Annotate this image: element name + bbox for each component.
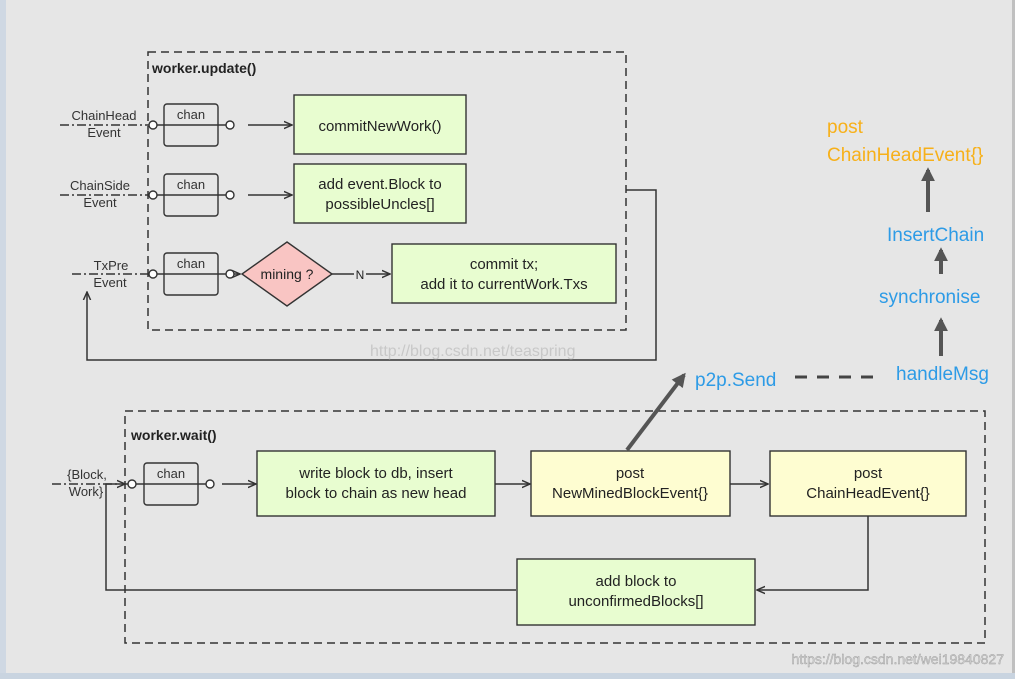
mining-decision: mining ? [240, 241, 334, 307]
chan-label: chan [177, 256, 205, 271]
post-event-line2: ChainHeadEvent{} [827, 145, 983, 166]
chan-label: chan [177, 107, 205, 122]
mining-decision-label: mining ? [261, 266, 314, 282]
box-post-chain-head: post ChainHeadEvent{} [769, 450, 967, 517]
insert-chain-label: InsertChain [887, 225, 984, 246]
window-frame-left [0, 0, 6, 679]
chan-block-work: chan [125, 462, 215, 506]
watermark-center: http://blog.csdn.net/teaspring [370, 343, 575, 360]
input-chainside-line2: Event [83, 195, 117, 210]
post-event-line1: post [827, 117, 864, 138]
window-frame-right [1012, 0, 1015, 679]
box-post-new-mined-line2: NewMinedBlockEvent{} [552, 485, 708, 502]
arrow-to-add-unconfirmed [757, 516, 869, 590]
input-block-work-line2: Work} [69, 484, 104, 499]
box-write-block-line1: write block to db, insert [298, 465, 453, 482]
wait-container [124, 410, 986, 644]
input-txpre-event: TxPre Event [93, 258, 128, 290]
input-chainside-line1: ChainSide [70, 178, 130, 193]
box-commit-new-work-line1: commitNewWork() [318, 118, 441, 135]
box-write-block: write block to db, insert block to chain… [256, 450, 496, 517]
box-write-block-line2: block to chain as new head [286, 485, 467, 502]
arrow-to-p2p-send [625, 372, 686, 452]
input-chainhead-event: ChainHead Event [71, 108, 136, 140]
decision-branch-label: N [356, 268, 365, 282]
box-add-event-block: add event.Block to possibleUncles[] [293, 163, 467, 224]
input-txpre-line2: Event [93, 275, 127, 290]
update-container [147, 51, 627, 331]
box-post-chain-head-line2: ChainHeadEvent{} [806, 485, 929, 502]
synchronise-label: synchronise [879, 287, 980, 308]
box-commit-tx-line2: add it to currentWork.Txs [420, 276, 587, 293]
box-add-event-block-line1: add event.Block to [318, 176, 441, 193]
box-post-new-mined-line1: post [616, 465, 645, 482]
box-add-event-block-line2: possibleUncles[] [325, 196, 434, 213]
box-post-new-mined: post NewMinedBlockEvent{} [530, 450, 731, 517]
input-block-work: {Block, Work} [67, 467, 107, 499]
chan-txpre: chan [148, 252, 235, 296]
box-add-unconfirmed-line2: unconfirmedBlocks[] [568, 593, 703, 610]
input-chainhead-line2: Event [87, 125, 121, 140]
p2p-send-label: p2p.Send [695, 370, 776, 391]
box-commit-tx-line1: commit tx; [470, 256, 538, 273]
input-chainhead-line1: ChainHead [71, 108, 136, 123]
chan-chainhead: chan [148, 103, 235, 147]
chan-chainside: chan [148, 173, 235, 217]
chan-label: chan [157, 466, 185, 481]
input-txpre-line1: TxPre [94, 258, 129, 273]
box-add-unconfirmed: add block to unconfirmedBlocks[] [516, 558, 756, 626]
input-block-work-line1: {Block, [67, 467, 107, 482]
update-title: worker.update() [151, 60, 256, 76]
box-commit-tx: commit tx; add it to currentWork.Txs [391, 243, 617, 304]
box-add-unconfirmed-line1: add block to [596, 573, 677, 590]
wait-title: worker.wait() [130, 427, 217, 443]
watermark-corner: https://blog.csdn.net/wei19840827 [792, 651, 1005, 667]
chan-label: chan [177, 177, 205, 192]
handle-msg-label: handleMsg [896, 364, 989, 385]
update-feedback-loop [87, 189, 657, 361]
box-post-chain-head-line1: post [854, 465, 883, 482]
window-frame-bottom [0, 673, 1015, 679]
wait-feedback-loop [105, 484, 516, 591]
input-chainside-event: ChainSide Event [70, 178, 130, 210]
box-commit-new-work: commitNewWork() [293, 94, 467, 155]
